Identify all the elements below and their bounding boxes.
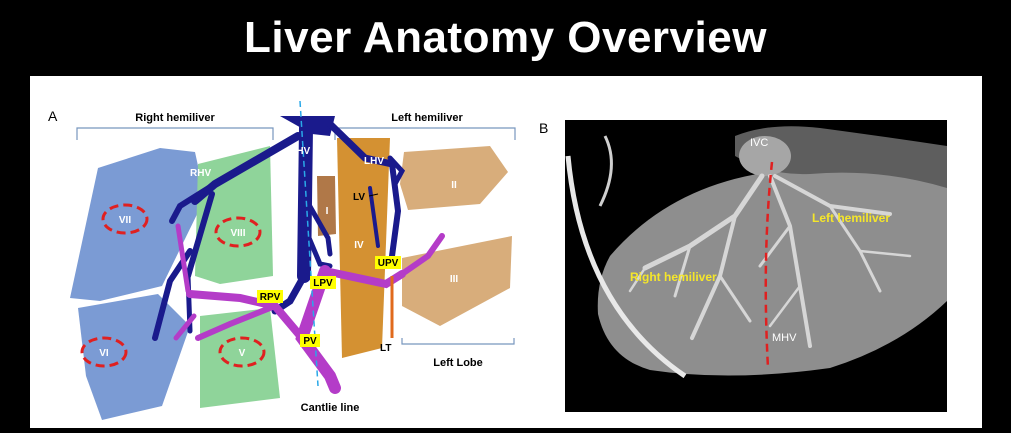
segment-ii-label: II bbox=[451, 180, 457, 191]
ct-ivc bbox=[739, 136, 791, 176]
right-hemiliver-label: Right hemiliver bbox=[135, 112, 215, 124]
segment-vi-label: VI bbox=[99, 348, 109, 359]
panel-a-diagram: A Right hemiliver Left hemiliver Left Lo… bbox=[48, 100, 516, 420]
ct-ivc-label: IVC bbox=[750, 137, 768, 149]
upv-label: UPV bbox=[378, 258, 399, 269]
segment-v-shape bbox=[200, 308, 280, 408]
hepatic-veins bbox=[152, 116, 406, 341]
left-hemiliver-bracket bbox=[334, 127, 516, 140]
lt-label: LT bbox=[380, 343, 391, 354]
cantlie-line-label: Cantlie line bbox=[301, 402, 360, 414]
left-hemiliver-label: Left hemiliver bbox=[391, 112, 463, 124]
segment-i-label: I bbox=[326, 206, 329, 217]
segment-i-shape bbox=[317, 176, 336, 236]
figure-panel: A Right hemiliver Left hemiliver Left Lo… bbox=[30, 76, 982, 428]
figure-svg: A Right hemiliver Left hemiliver Left Lo… bbox=[48, 100, 947, 420]
rpv-label: RPV bbox=[260, 292, 281, 303]
left-lobe-label: Left Lobe bbox=[433, 357, 483, 369]
ct-left-hemiliver-label: Left hemiliver bbox=[812, 211, 890, 225]
segment-viii-marker bbox=[214, 216, 262, 248]
segment-v-marker bbox=[218, 336, 266, 368]
right-hemiliver-bracket bbox=[76, 127, 274, 140]
panel-b-letter: B bbox=[539, 120, 548, 136]
left-lobe-bracket bbox=[401, 338, 515, 345]
segment-viii-label: VIII bbox=[230, 228, 245, 239]
segment-markers bbox=[80, 203, 266, 368]
cantlie-line bbox=[299, 100, 319, 387]
ct-body-wall bbox=[565, 155, 687, 379]
segment-vii-label: VII bbox=[119, 215, 131, 226]
segment-iv-label: IV bbox=[354, 240, 364, 251]
segment-iv-shape bbox=[337, 138, 390, 358]
segment-vi-shape bbox=[78, 294, 190, 420]
ct-right-hemiliver-label: Right hemiliver bbox=[630, 270, 717, 284]
segment-ii-shape bbox=[400, 146, 508, 210]
rhv-label: RHV bbox=[190, 168, 211, 179]
segment-vii-marker bbox=[101, 203, 149, 235]
segment-vi-marker bbox=[80, 336, 128, 368]
segment-iii-label: III bbox=[450, 274, 459, 285]
panel-a-letter: A bbox=[48, 108, 58, 124]
page-title: Liver Anatomy Overview bbox=[244, 12, 767, 62]
lpv-label: LPV bbox=[313, 278, 333, 289]
lv-label: LV bbox=[353, 192, 365, 203]
lhv-label: LHV bbox=[364, 156, 384, 167]
mhv-label: MHV bbox=[288, 146, 311, 157]
ct-liver bbox=[597, 169, 947, 376]
segment-v-label: V bbox=[239, 348, 246, 359]
segment-vii-shape bbox=[70, 148, 205, 301]
panel-b-ct-image: B IVC MHV Right hemiliver Left hemili bbox=[539, 120, 947, 412]
portal-labels: RPV LPV UPV PV bbox=[257, 256, 401, 347]
pv-label: PV bbox=[303, 336, 317, 347]
lv-arrow bbox=[368, 193, 379, 197]
ct-mhv-label: MHV bbox=[772, 332, 797, 344]
ct-mhv-line bbox=[764, 161, 774, 369]
ct-vessel-tree bbox=[628, 173, 912, 348]
